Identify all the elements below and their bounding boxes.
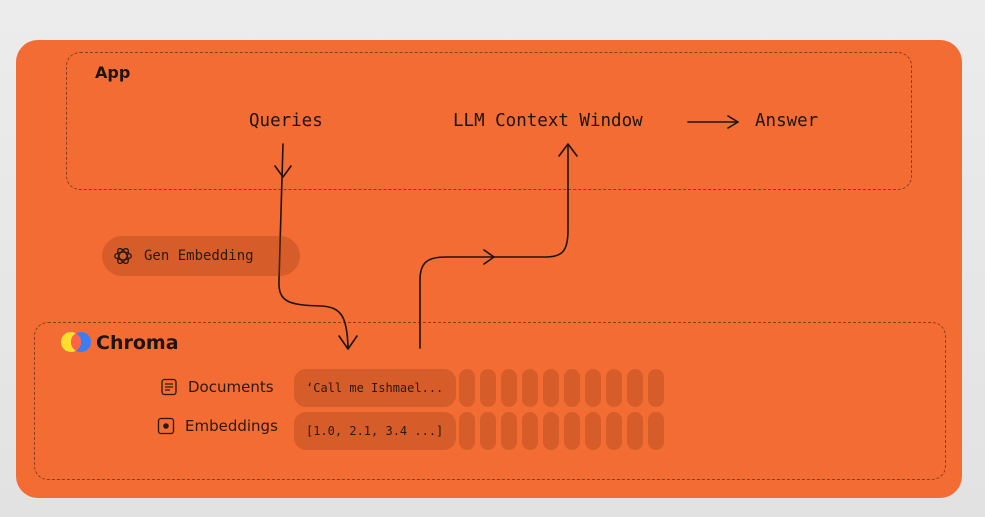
document-slot (501, 369, 517, 407)
embeddings-label: Embeddings (185, 417, 278, 435)
embeddings-row-label: Embeddings (157, 417, 278, 435)
documents-row-label: Documents (160, 378, 274, 396)
document-slot (543, 369, 559, 407)
query-arrowhead (338, 335, 358, 350)
document-sample-cell: ‘Call me Ishmael... (294, 369, 456, 407)
embedding-slot (459, 412, 475, 450)
query-tick-arrowhead (274, 165, 292, 178)
app-title: App (95, 63, 131, 82)
embedding-slot (522, 412, 538, 450)
embedding-slots (459, 412, 664, 450)
document-slot (648, 369, 664, 407)
embedding-slot (606, 412, 622, 450)
app-zone (66, 52, 912, 190)
chroma-logo (61, 332, 91, 352)
documents-label: Documents (188, 378, 274, 396)
answer-arrowhead (727, 115, 739, 129)
document-slot (627, 369, 643, 407)
architecture-card: App Queries LLM Context Window Answer Ge (16, 40, 962, 498)
embedding-slot (648, 412, 664, 450)
embedding-slot (627, 412, 643, 450)
document-slot (459, 369, 475, 407)
document-slot (564, 369, 580, 407)
openai-icon (114, 247, 132, 265)
document-slot (585, 369, 601, 407)
document-slot (522, 369, 538, 407)
chroma-title: Chroma (96, 332, 179, 354)
embedding-icon (157, 417, 175, 435)
document-slot (606, 369, 622, 407)
embedding-slot (543, 412, 559, 450)
document-icon (161, 378, 177, 396)
embedding-slot (564, 412, 580, 450)
llm-arrowhead (558, 143, 578, 157)
chroma-to-llm-arrow (419, 145, 569, 349)
embedding-slot (585, 412, 601, 450)
gen-embedding-label: Gen Embedding (144, 248, 254, 264)
mid-arrowhead (483, 249, 495, 265)
llm-context-window-label: LLM Context Window (453, 111, 643, 131)
embedding-slot (501, 412, 517, 450)
embedding-slot (480, 412, 496, 450)
chroma-zone (34, 322, 946, 480)
document-slot (480, 369, 496, 407)
answer-label: Answer (755, 111, 819, 131)
gen-embedding-pill: Gen Embedding (102, 236, 300, 276)
document-slots (459, 369, 664, 407)
embedding-sample-cell: [1.0, 2.1, 3.4 ...] (294, 412, 456, 450)
queries-label: Queries (249, 111, 323, 131)
